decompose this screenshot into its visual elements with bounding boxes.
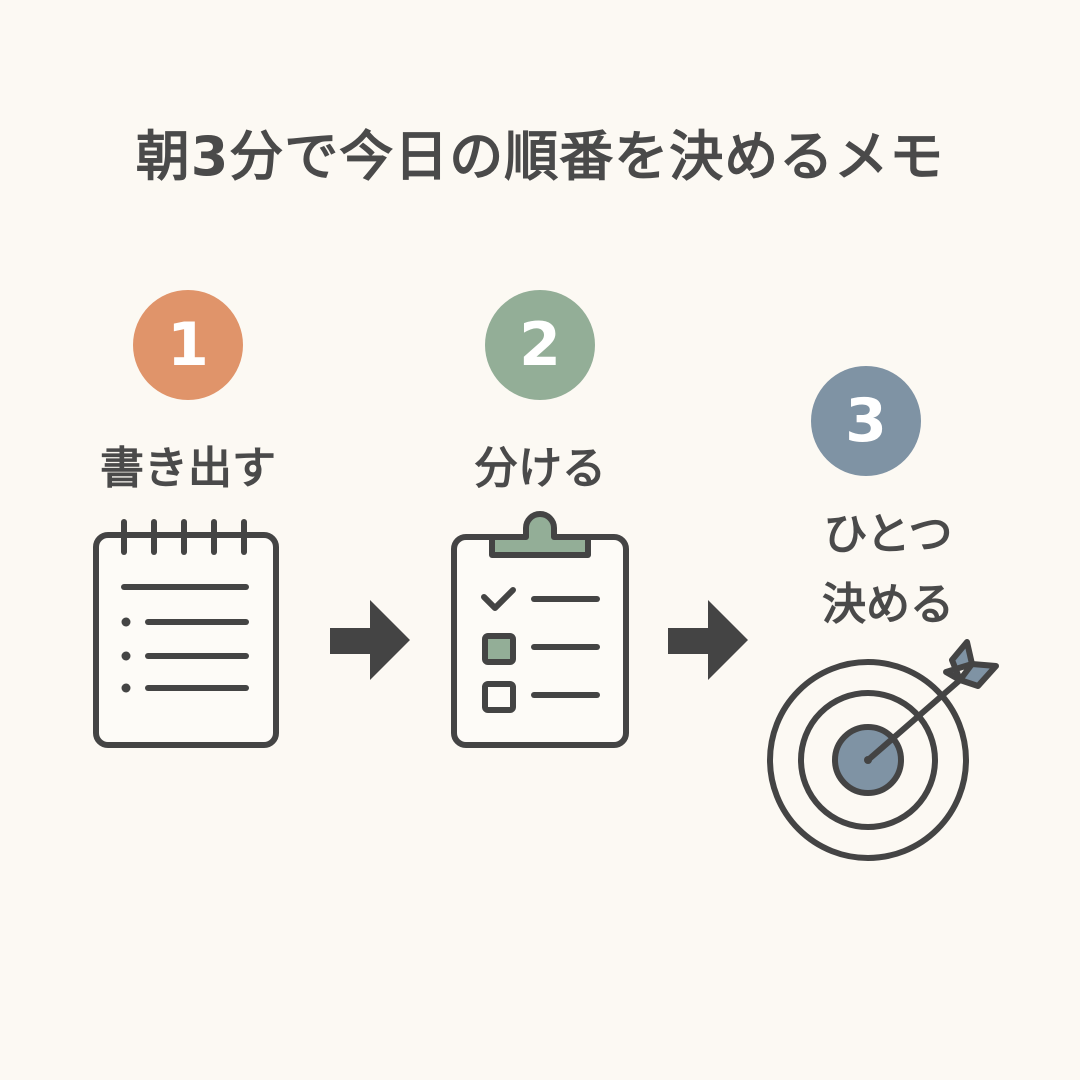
step-2-label: 分ける [474,443,606,494]
step-1-label: 書き出す [100,443,276,494]
step-2-badge: 2 [485,290,595,400]
step-3-label-line1: ひとつ [823,509,953,560]
page-title: 朝3分で今日の順番を決めるメモ [135,125,945,188]
step-1-badge: 1 [133,290,243,400]
target-arrow-icon [767,639,999,861]
step-3-badge: 3 [811,366,921,476]
clipboard-checklist-icon [451,511,629,748]
step-3-label-line2: 決める [822,579,954,630]
arrow-right-icon [668,600,748,680]
arrow-right-icon [330,600,410,680]
notepad-icon [93,519,279,748]
